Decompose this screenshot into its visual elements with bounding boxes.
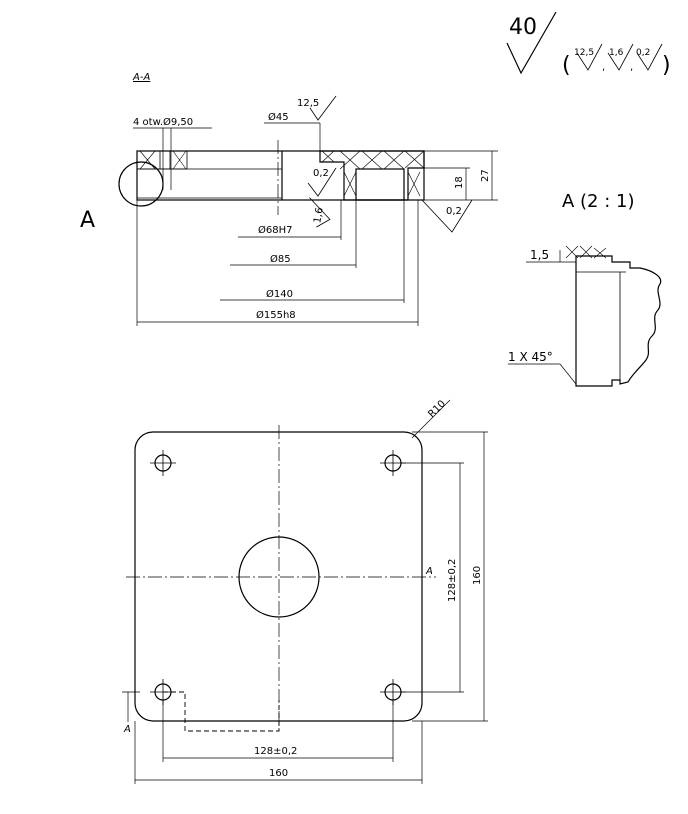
roughness-block: 40 ( 12,5 , 1,6 , 0,2 ) <box>506 11 671 78</box>
detail-hatch <box>565 245 607 259</box>
roughness-close-paren: ) <box>662 53 671 78</box>
dim-dia-155: Ø155h8 <box>256 309 296 321</box>
detail-view: A (2 : 1) 1,5 1 X 45° <box>508 191 662 387</box>
roughness-open-paren: ( <box>562 53 571 78</box>
roughness-mark-12-5-value: 12,5 <box>297 98 319 109</box>
roughness-symbol-1 <box>576 43 603 71</box>
hole-section-hatch <box>136 150 188 170</box>
central-bore <box>238 536 320 618</box>
detail-reference-letter: A <box>80 208 95 233</box>
roughness-separator-2: , <box>630 62 633 73</box>
dim-dia-85: Ø85 <box>270 253 291 265</box>
section-label: A-A <box>132 72 150 83</box>
roughness-mark-inner-value: 0,2 <box>313 168 329 179</box>
general-roughness-symbol <box>506 11 557 75</box>
inner-cavity <box>355 168 405 201</box>
roughness-item-1: 12,5 <box>574 48 594 58</box>
holes-note: 4 otw.Ø9,50 <box>133 116 193 128</box>
roughness-mark-12-5 <box>309 95 337 121</box>
section-mark-right: A <box>425 566 433 577</box>
dim-dia-140: Ø140 <box>266 288 293 300</box>
dim-128-vertical: 128±0,2 <box>447 559 458 602</box>
detail-title: A (2 : 1) <box>562 191 635 212</box>
roughness-symbol-2 <box>607 43 634 71</box>
dim-160-horizontal: 160 <box>269 768 288 779</box>
dim-dia-45: Ø45 <box>268 111 289 123</box>
dim-radius: R10 <box>426 398 448 420</box>
dim-128-horizontal: 128±0,2 <box>254 746 297 757</box>
roughness-item-2: 1,6 <box>609 48 624 58</box>
roughness-mark-outer-value: 0,2 <box>446 206 462 217</box>
roughness-mark-1-6 <box>309 197 331 228</box>
section-view: A-A A <box>80 72 498 326</box>
roughness-mark-outer <box>421 199 473 233</box>
detail-dim-1-5: 1,5 <box>530 248 549 262</box>
dim-height-27: 27 <box>480 169 491 182</box>
plate-plan-outline <box>134 431 423 722</box>
roughness-mark-1-6-value: 1,6 <box>312 207 326 225</box>
roughness-mark-inner <box>307 167 337 197</box>
dim-height-18: 18 <box>454 176 465 189</box>
mounting-hole-top-left <box>150 450 176 476</box>
roughness-item-3: 0,2 <box>636 48 650 58</box>
section-cut-path <box>163 691 280 732</box>
detail-profile <box>575 255 662 387</box>
roughness-separator-1: , <box>602 62 605 73</box>
general-roughness-value: 40 <box>509 15 537 40</box>
material-hatch <box>319 150 425 201</box>
dim-160-vertical: 160 <box>472 566 483 585</box>
section-mark-left: A <box>123 724 131 735</box>
plate-outline <box>136 150 425 201</box>
plan-view: A A R10 128±0,2 160 128±0,2 160 <box>122 398 488 784</box>
dim-dia-68: Ø68H7 <box>258 224 292 236</box>
detail-chamfer-note: 1 X 45° <box>508 350 553 364</box>
roughness-symbol-3 <box>636 43 663 71</box>
